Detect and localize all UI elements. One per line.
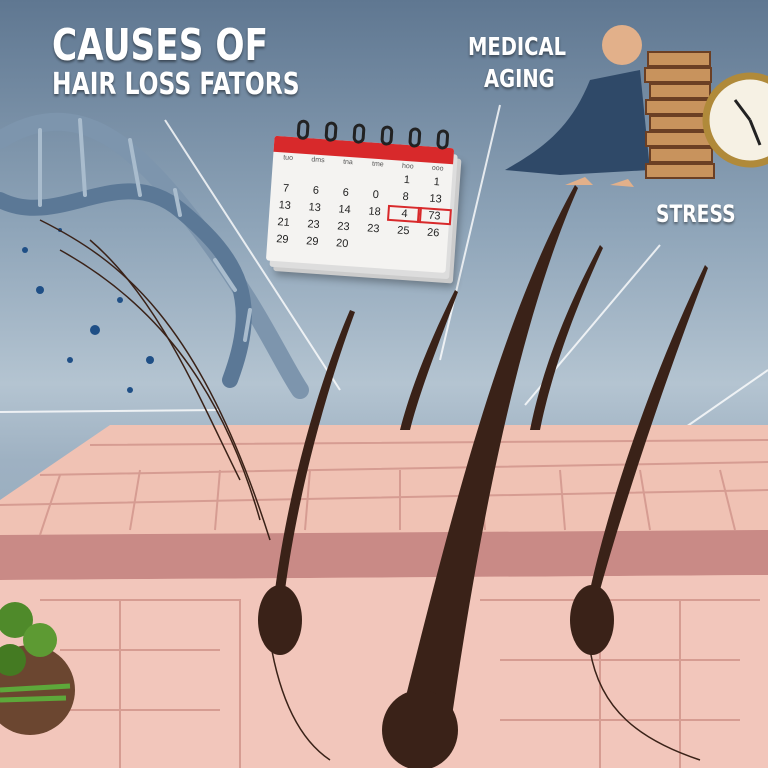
books-icon [644, 51, 715, 179]
calendar-date: 23 [366, 222, 380, 236]
title-line-1: CAUSES OF [52, 20, 269, 71]
calendar-date: 23 [336, 220, 350, 234]
calendar-date: 1 [403, 173, 411, 187]
calendar-date [357, 239, 388, 253]
hair-follicle-icon [258, 185, 708, 768]
calendar-date: 1 [433, 175, 441, 189]
calendar-date: 18 [368, 205, 382, 219]
calendar-date: 0 [372, 188, 380, 202]
pointer-lines [0, 104, 768, 446]
calendar-date: 73 [416, 206, 452, 226]
calendar-date: 6 [312, 184, 320, 197]
calendar-date: 25 [396, 224, 410, 238]
calendar-date: 14 [338, 203, 352, 217]
skin-cross-section [0, 425, 768, 768]
calendar-date: 7 [282, 182, 290, 195]
loose-hairs [39, 219, 701, 761]
calendar-date [302, 167, 333, 181]
calendar-date: 29 [305, 235, 319, 249]
calendar-date: 13 [429, 192, 443, 206]
label-aging: AGING [484, 64, 555, 93]
title-line-2: HAIR LOSS FATORS [52, 67, 300, 102]
broccoli-icon [0, 602, 75, 735]
calendar-date: 23 [306, 218, 321, 232]
calendar-date: 13 [308, 201, 322, 215]
clock-icon [702, 72, 768, 168]
calendar-date: 29 [275, 233, 289, 246]
calendar-date [417, 243, 448, 257]
dna-icon [0, 112, 309, 435]
label-medical: MEDICAL [468, 32, 566, 61]
calendar-date [272, 165, 303, 179]
calendar-date [362, 171, 393, 185]
stressed-person-icon [505, 25, 650, 187]
calendar-date: 13 [278, 199, 292, 213]
calendar-date: 6 [342, 186, 350, 200]
label-stress: STRESS [656, 200, 736, 228]
calendar-date: 21 [277, 216, 291, 229]
calendar-date [332, 169, 363, 183]
calendar-date: 8 [402, 190, 410, 204]
calendar-date: 26 [426, 226, 440, 240]
calendar-date [387, 241, 418, 255]
calendar-date: 4 [387, 204, 422, 224]
calendar-date: 20 [335, 237, 349, 251]
